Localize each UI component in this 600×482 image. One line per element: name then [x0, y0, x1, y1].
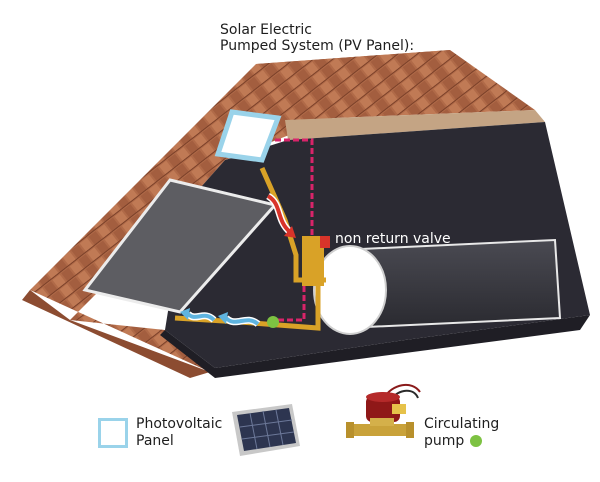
pv-panel	[214, 109, 282, 163]
pump-marker	[267, 316, 279, 328]
tank-end-cap	[313, 245, 387, 335]
pump-photo	[346, 383, 421, 438]
non-return-valve	[320, 236, 330, 248]
solar-collector	[85, 180, 275, 312]
roof-right-slab	[256, 50, 535, 120]
cold-flow-arrow-2	[180, 308, 217, 323]
pump-legend-label-line2: pump	[424, 433, 465, 449]
pv-legend-label-line2: Panel	[136, 433, 174, 449]
cold-flow-arrow-1	[218, 312, 261, 327]
pump-legend-dot	[470, 435, 482, 447]
pv-legend-label-line1: Photovoltaic	[136, 416, 223, 432]
pump-legend-label-line1: Circulating	[424, 416, 500, 432]
attic-floor	[160, 315, 590, 378]
cold-pipe	[174, 280, 321, 331]
pv-panel-photo	[232, 404, 300, 456]
pv-wire	[275, 138, 314, 250]
valve-label: non return valve	[335, 231, 451, 247]
valve-assembly	[302, 236, 324, 286]
roof-ridge-beam	[285, 110, 545, 140]
roof-left-edge	[22, 290, 210, 378]
diagram-title-line2: Pumped System (PV Panel):	[220, 38, 415, 54]
hot-flow-arrow	[265, 192, 296, 238]
diagram-title-line1: Solar Electric	[220, 22, 313, 38]
pv-legend-swatch	[98, 418, 128, 448]
